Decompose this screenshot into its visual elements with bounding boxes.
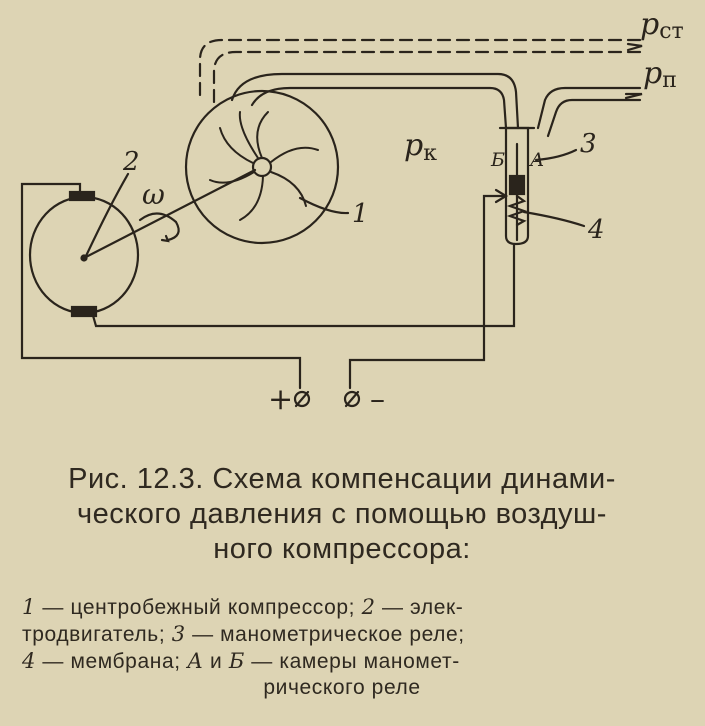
compensation-scheme-diagram: pст pп pк ω 1 2 3 4 Б А + –	[20, 7, 684, 417]
caption-line-3: ного компрессора:	[213, 533, 471, 565]
leader-4	[522, 210, 586, 228]
compressor-outlet-duct-inner	[250, 86, 508, 130]
label-terminal-minus: –	[370, 382, 385, 417]
compressor-hub	[251, 156, 273, 178]
static-pressure-line-inner	[212, 50, 642, 110]
legend-line-3: 4 — мембрана; А и Б — камеры маномет-	[22, 649, 460, 673]
label-chamber-a: А	[528, 149, 544, 171]
total-arrow	[624, 92, 643, 100]
label-3: 3	[580, 129, 597, 159]
caption-line-2: ческого давления с помощью воздуш-	[77, 498, 607, 530]
label-4: 4	[587, 215, 605, 245]
terminal-minus	[343, 390, 361, 408]
leader-1	[298, 196, 350, 215]
static-pressure-line	[198, 38, 642, 102]
figure-legend: 1 — центробежный компрессор; 2 — элек- т…	[22, 594, 662, 701]
total-pressure-duct-inner	[546, 98, 642, 138]
caption-line-1: Рис. 12.3. Схема компенсации динами-	[68, 463, 616, 495]
rotation-arrow	[138, 212, 180, 242]
drive-shaft	[82, 168, 257, 260]
label-p-p: pп	[643, 56, 677, 93]
label-chamber-b: Б	[490, 149, 505, 171]
total-pressure-duct	[536, 86, 642, 130]
relay-body	[504, 126, 530, 246]
label-terminal-plus: +	[268, 382, 293, 417]
label-p-st: pст	[640, 7, 684, 44]
wire-motor-top	[20, 182, 302, 390]
static-arrow	[626, 42, 643, 52]
legend-line-2: тродвигатель; 3 — манометрическое реле;	[22, 622, 465, 646]
legend-line-1: 1 — центробежный компрессор; 2 — элек-	[22, 595, 464, 619]
terminal-plus	[293, 390, 311, 408]
leader-3	[534, 148, 578, 162]
legend-line-4: рического реле	[263, 676, 421, 699]
relay-contact	[508, 174, 526, 196]
wire-relay	[348, 194, 506, 390]
leader-2	[84, 172, 130, 258]
compressor-housing	[184, 89, 340, 245]
label-p-k: pк	[404, 128, 437, 166]
label-omega: ω	[142, 178, 165, 211]
label-2: 2	[122, 147, 140, 177]
impeller-blades	[209, 111, 319, 221]
label-1: 1	[352, 199, 369, 229]
motor-brush-top	[68, 190, 96, 202]
compressor-outlet-duct	[230, 72, 520, 130]
figure-caption: Рис. 12.3. Схема компенсации динами- чес…	[22, 462, 662, 567]
wire-relay-arrow	[494, 188, 509, 204]
motor-brush-bottom	[70, 305, 98, 318]
wire-motor-bottom	[90, 242, 516, 328]
